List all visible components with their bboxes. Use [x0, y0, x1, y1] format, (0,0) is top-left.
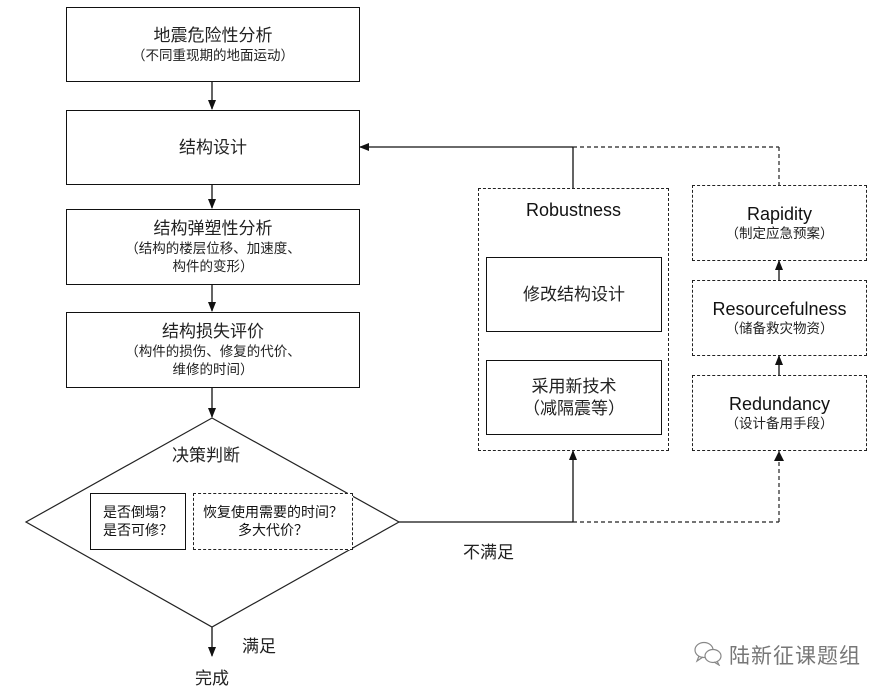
decision-diamond [24, 417, 401, 628]
robustness-option-new-technology: 采用新技术 （减隔震等） [486, 360, 662, 435]
option-modify-design-label: 修改结构设计 [523, 284, 625, 305]
question-recovery-time: 恢复使用需要的时间？ [203, 504, 343, 521]
step-structural-design: 结构设计 [66, 110, 360, 185]
robustness-option-modify-design: 修改结构设计 [486, 257, 662, 332]
question-repairable: 是否可修？ [103, 522, 173, 539]
decision-title: 决策判断 [172, 446, 240, 466]
step3-title: 结构弹塑性分析 [153, 219, 273, 239]
no-label: 不满足 [463, 543, 514, 563]
step-elastoplastic-analysis: 结构弹塑性分析 （结构的楼层位移、加速度、 构件的变形） [66, 209, 360, 285]
question-collapse: 是否倒塌？ [103, 504, 173, 521]
redundancy-box: Redundancy （设计备用手段） [692, 375, 867, 451]
yes-label: 满足 [242, 637, 276, 657]
step4-subtitle-line2: 维修的时间） [172, 362, 254, 378]
rapidity-subtitle: （制定应急预案） [725, 226, 834, 242]
redundancy-subtitle: （设计备用手段） [725, 416, 834, 432]
resourcefulness-box: Resourcefulness （储备救灾物资） [692, 280, 867, 356]
wechat-icon [693, 640, 723, 670]
step2-title: 结构设计 [179, 137, 247, 158]
step4-title: 结构损失评价 [162, 322, 264, 342]
redundancy-title: Redundancy [728, 394, 831, 414]
resourcefulness-subtitle: （储备救灾物资） [725, 321, 834, 337]
watermark: 陆新征课题组 [693, 640, 861, 670]
step1-title: 地震危险性分析 [153, 25, 273, 46]
step3-subtitle-line1: （结构的楼层位移、加速度、 [125, 241, 301, 257]
option-new-tech-title: 采用新技术 [531, 376, 617, 397]
robustness-title: Robustness [525, 200, 622, 220]
rapidity-box: Rapidity （制定应急预案） [692, 185, 867, 261]
step-seismic-hazard-analysis: 地震危险性分析 （不同重现期的地面运动） [66, 7, 360, 82]
done-label: 完成 [195, 669, 229, 689]
step3-subtitle-line2: 构件的变形） [172, 259, 254, 275]
watermark-text: 陆新征课题组 [729, 644, 861, 668]
resourcefulness-title: Resourcefulness [712, 299, 847, 319]
step1-subtitle: （不同重现期的地面运动） [132, 47, 294, 64]
decision-question-recovery: 恢复使用需要的时间？ 多大代价？ [193, 493, 353, 550]
rapidity-title: Rapidity [746, 204, 813, 224]
step4-subtitle-line1: （构件的损伤、修复的代价、 [125, 344, 301, 360]
decision-question-collapse: 是否倒塌？ 是否可修？ [90, 493, 186, 550]
question-cost: 多大代价？ [238, 522, 308, 539]
option-new-tech-subtitle: （减隔震等） [523, 398, 625, 419]
step-loss-assessment: 结构损失评价 （构件的损伤、修复的代价、 维修的时间） [66, 312, 360, 388]
